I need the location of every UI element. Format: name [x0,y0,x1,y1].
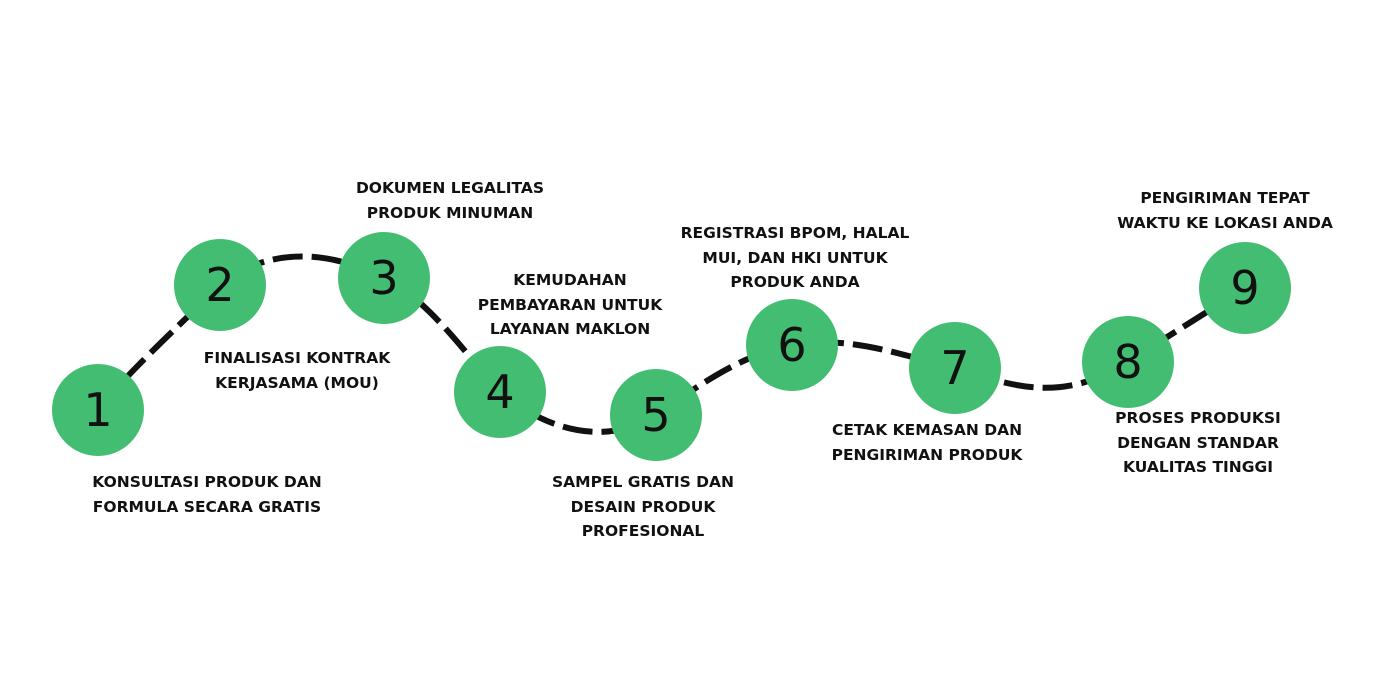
step-9-number: 9 [1230,261,1260,315]
step-2-number: 2 [205,258,235,312]
step-5-label-line: PROFESIONAL [581,522,705,540]
step-1-label-line: FORMULA SECARA GRATIS [92,497,322,516]
step-1-label: KONSULTASI PRODUK DAN FORMULA SECARA GRAT… [92,470,321,519]
step-5-label: SAMPEL GRATIS DAN DESAIN PRODUK PROFESIONA… [552,470,734,544]
step-9-circle: 9 [1199,242,1291,334]
step-4-label-line: PEMBAYARAN UNTUK [477,295,663,314]
step-6-label-line: MUI, DAN HKI UNTUK [702,248,888,267]
step-6-label-line: REGISTRASI BPOM, HALAL [680,224,910,242]
step-5-label-line: DESAIN PRODUK [570,497,716,516]
step-9-label-line: WAKTU KE LOKASI ANDA [1117,213,1333,232]
step-4-label-line: KEMUDAHAN [513,271,627,289]
step-1-number: 1 [83,383,113,437]
step-6-label: REGISTRASI BPOM, HALAL MUI, DAN HKI UNTUK… [681,221,910,295]
step-7-label-line: CETAK KEMASAN DAN [831,421,1023,439]
step-4-circle: 4 [454,346,546,438]
step-9-label: PENGIRIMAN TEPAT WAKTU KE LOKASI ANDA [1117,186,1333,235]
step-4-label-line: LAYANAN MAKLON [489,320,651,338]
step-6-label-line: PRODUK ANDA [730,273,860,291]
step-5-label-line: SAMPEL GRATIS DAN [552,473,734,491]
step-3-number: 3 [369,251,399,305]
step-1-circle: 1 [52,364,144,456]
step-4-number: 4 [485,365,515,419]
step-1-label-line: KONSULTASI PRODUK DAN [92,473,322,491]
step-2-circle: 2 [174,239,266,331]
step-3-circle: 3 [338,232,430,324]
step-8-label-line: DENGAN STANDAR [1117,433,1279,452]
step-2-label-line: KERJASAMA (MOU) [215,373,379,392]
step-3-label: DOKUMEN LEGALITAS PRODUK MINUMAN [356,176,544,225]
step-8-number: 8 [1113,335,1143,389]
step-6-number: 6 [777,318,807,372]
step-7-label-line: PENGIRIMAN PRODUK [831,445,1023,464]
step-6-circle: 6 [746,299,838,391]
step-5-circle: 5 [610,369,702,461]
step-7-label: CETAK KEMASAN DAN PENGIRIMAN PRODUK [832,418,1023,467]
step-3-label-line: DOKUMEN LEGALITAS [355,179,545,197]
step-8-label-line: KUALITAS TINGGI [1123,458,1273,476]
step-3-label-line: PRODUK MINUMAN [366,203,534,222]
step-2-label: FINALISASI KONTRAK KERJASAMA (MOU) [204,346,390,395]
step-7-circle: 7 [909,322,1001,414]
step-8-label-line: PROSES PRODUKSI [1115,409,1281,427]
step-5-number: 5 [641,388,671,442]
step-9-label-line: PENGIRIMAN TEPAT [1140,189,1310,207]
step-2-label-line: FINALISASI KONTRAK [203,349,391,367]
step-8-label: PROSES PRODUKSI DENGAN STANDAR KUALITAS TI… [1115,406,1281,480]
step-4-label: KEMUDAHAN PEMBAYARAN UNTUK LAYANAN MAKLON [478,268,662,342]
step-8-circle: 8 [1082,316,1174,408]
step-7-number: 7 [940,341,970,395]
